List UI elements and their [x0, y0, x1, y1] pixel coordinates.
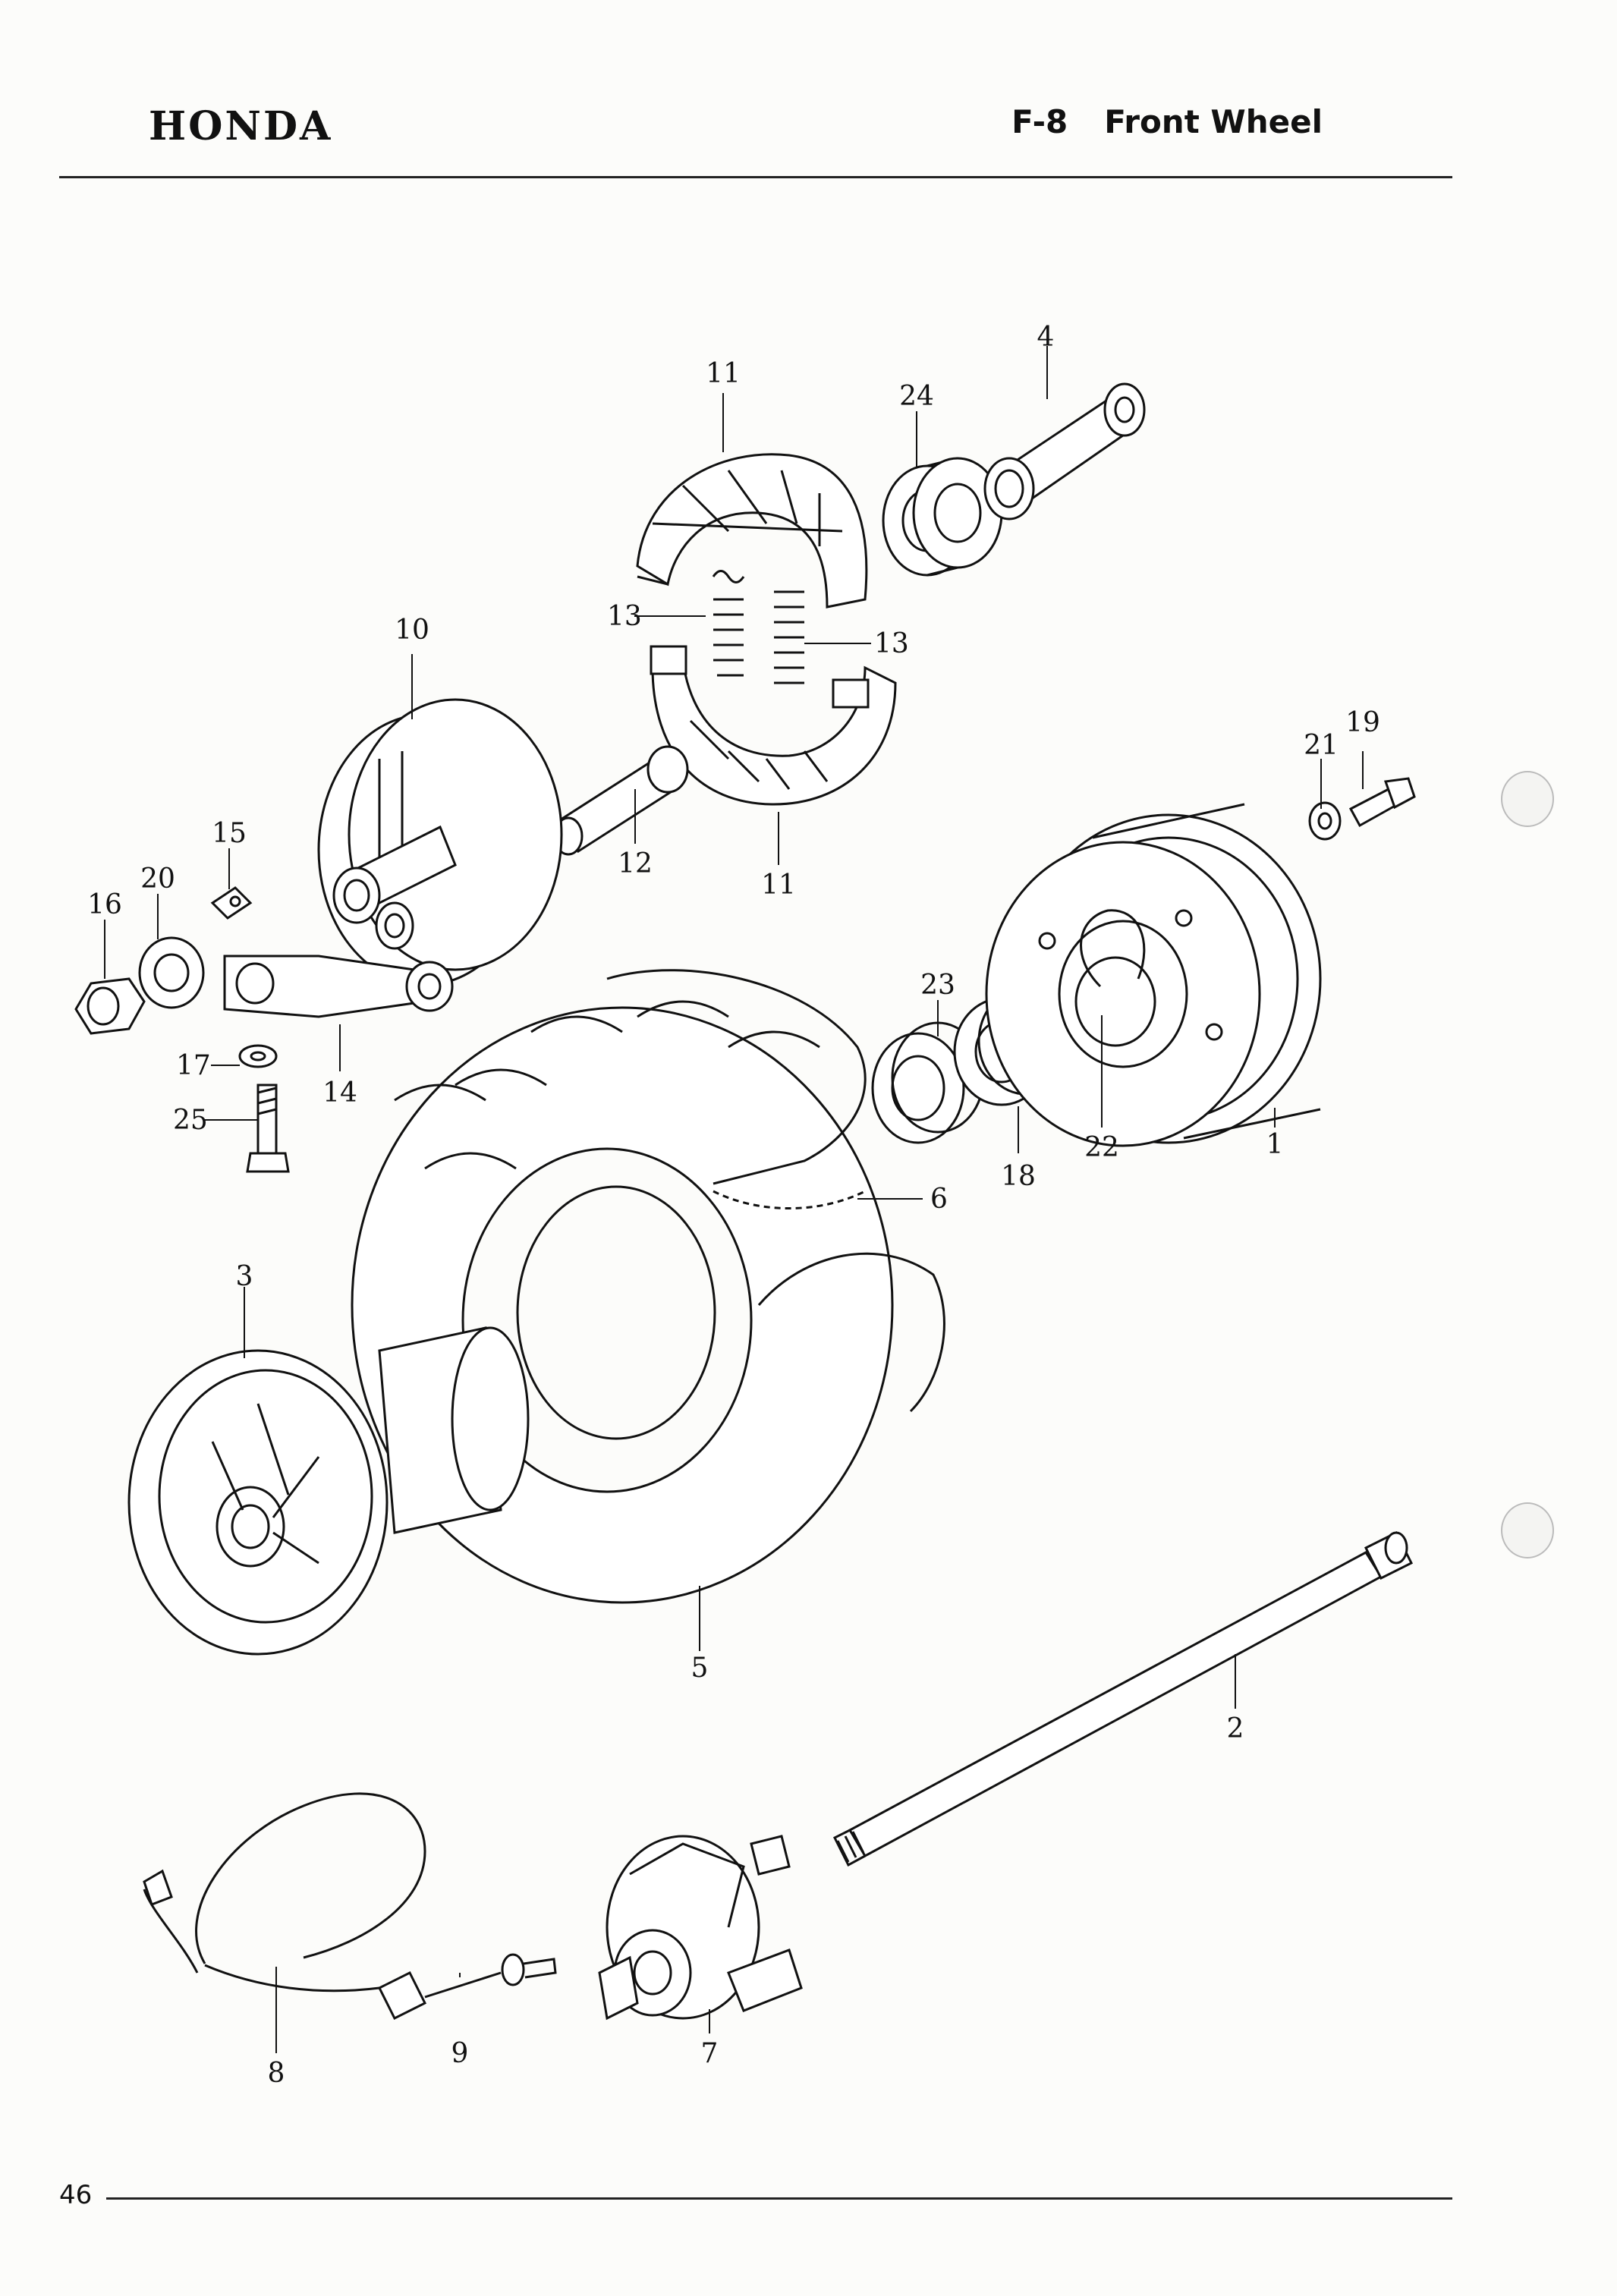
brake-arm-14-drawing: [223, 955, 454, 1018]
part-label-15: 15: [212, 818, 247, 849]
part-label-22: 22: [1084, 1132, 1119, 1163]
brake-shoe-lower-drawing: [650, 645, 897, 806]
gearbox-7-drawing: [598, 1835, 803, 2021]
inner-cable-9-drawing: [377, 1953, 557, 2021]
part-label-18: 18: [1001, 1161, 1036, 1192]
part-label-11-upper: 11: [706, 358, 741, 389]
tube-6-drawing: [713, 1190, 866, 1209]
part-label-3: 3: [236, 1261, 253, 1292]
header-rule: [59, 176, 1452, 178]
part-label-11-lower: 11: [761, 870, 796, 901]
part-label-13-left: 13: [607, 601, 642, 632]
cam-12-drawing: [553, 745, 689, 856]
cable-8-drawing: [143, 1792, 426, 1992]
part-label-25: 25: [173, 1105, 208, 1136]
part-label-9: 9: [451, 2038, 469, 2069]
brake-panel-10-drawing: [317, 698, 563, 986]
page-number: 46: [59, 2180, 93, 2210]
bearing-23-drawing: [871, 1021, 985, 1144]
part-label-5: 5: [691, 1653, 709, 1684]
part-label-12: 12: [618, 848, 653, 879]
part-label-21: 21: [1304, 730, 1339, 761]
axle-2-drawing: [832, 1530, 1414, 1867]
part-label-6: 6: [930, 1184, 948, 1215]
part-label-23: 23: [920, 970, 955, 1001]
part-label-2: 2: [1227, 1713, 1244, 1744]
springs-13-drawing: [712, 570, 804, 684]
part-label-19: 19: [1345, 707, 1380, 738]
washer-21-drawing: [1308, 801, 1342, 841]
leader-lines: [104, 346, 1364, 2053]
section-heading: F-8 Front Wheel: [1011, 103, 1323, 140]
section-code: F-8: [1011, 103, 1068, 140]
part-label-20: 20: [140, 863, 175, 895]
bolt-25-drawing: [246, 1084, 290, 1173]
footer-rule: [106, 2197, 1452, 2200]
part-label-16: 16: [87, 889, 122, 920]
bolt-19-drawing: [1348, 777, 1416, 828]
part-label-24: 24: [899, 381, 934, 412]
part-label-14: 14: [322, 1077, 357, 1109]
part-label-1: 1: [1266, 1129, 1284, 1160]
hub-1-drawing: [985, 803, 1322, 1147]
part-label-7: 7: [701, 2038, 719, 2069]
punch-hole-upper: [1501, 771, 1554, 827]
section-title: Front Wheel: [1104, 103, 1323, 140]
part-label-10: 10: [395, 615, 429, 646]
spacer-4-drawing: [983, 382, 1146, 521]
part-label-8: 8: [268, 2058, 285, 2089]
part-label-4: 4: [1037, 322, 1055, 353]
washer-17-drawing: [238, 1044, 278, 1068]
part-label-17: 17: [176, 1050, 211, 1081]
circlip-22-drawing: [1080, 909, 1146, 988]
stopper-15-drawing: [210, 886, 253, 920]
punch-hole-lower: [1501, 1502, 1554, 1558]
nut-16-drawing: [74, 977, 146, 1035]
washer-20-drawing: [138, 936, 205, 1009]
hub-3-drawing: [127, 1326, 530, 1656]
part-label-13-right: 13: [874, 628, 909, 659]
brand-logo: HONDA: [149, 103, 333, 149]
bearing-24-drawing: [882, 457, 1003, 577]
brake-shoe-upper-drawing: [636, 453, 868, 609]
